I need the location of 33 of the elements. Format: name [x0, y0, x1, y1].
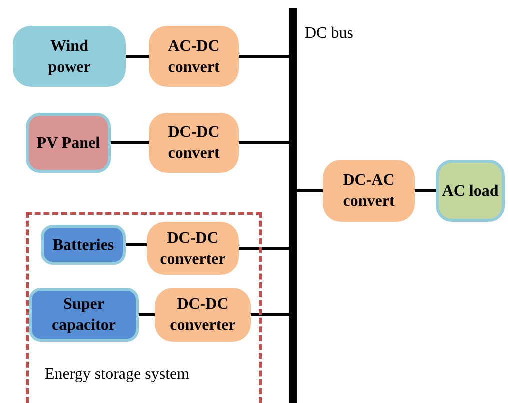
connector-line	[239, 142, 289, 144]
node-label: DC-AC convert	[342, 171, 396, 212]
source-box	[26, 113, 111, 173]
converter-box	[147, 222, 239, 275]
connector-line	[239, 247, 289, 250]
node-label: Batteries	[52, 236, 114, 256]
connector-line	[251, 314, 289, 316]
node-label: PV Panel	[36, 134, 100, 154]
connector-line	[239, 55, 289, 58]
converter-box	[149, 26, 239, 87]
connector-line	[139, 314, 155, 316]
bus-label: DC bus	[305, 24, 354, 44]
node-label: DC-DC converter	[169, 295, 237, 336]
group-label: Energy storage system	[45, 365, 190, 385]
connector-line	[126, 244, 147, 246]
connector-line	[415, 190, 436, 192]
connector-line	[111, 142, 149, 144]
node-label: DC-DC convert	[167, 123, 221, 164]
storage-box	[41, 225, 126, 265]
node-label: AC load	[442, 182, 499, 202]
converter-box	[149, 113, 239, 173]
connector-line	[297, 190, 323, 192]
node-label: Wind power	[47, 36, 92, 78]
converter-box	[323, 160, 415, 222]
node-label: AC-DC convert	[167, 36, 221, 78]
load-box	[436, 160, 505, 222]
dashed-group-box	[26, 212, 262, 403]
source-box	[13, 26, 126, 87]
storage-box	[29, 288, 139, 342]
node-label: Super capacitor	[51, 295, 117, 336]
connector-line	[126, 55, 149, 58]
converter-box	[155, 288, 251, 342]
node-label: DC-DC converter	[159, 228, 227, 270]
